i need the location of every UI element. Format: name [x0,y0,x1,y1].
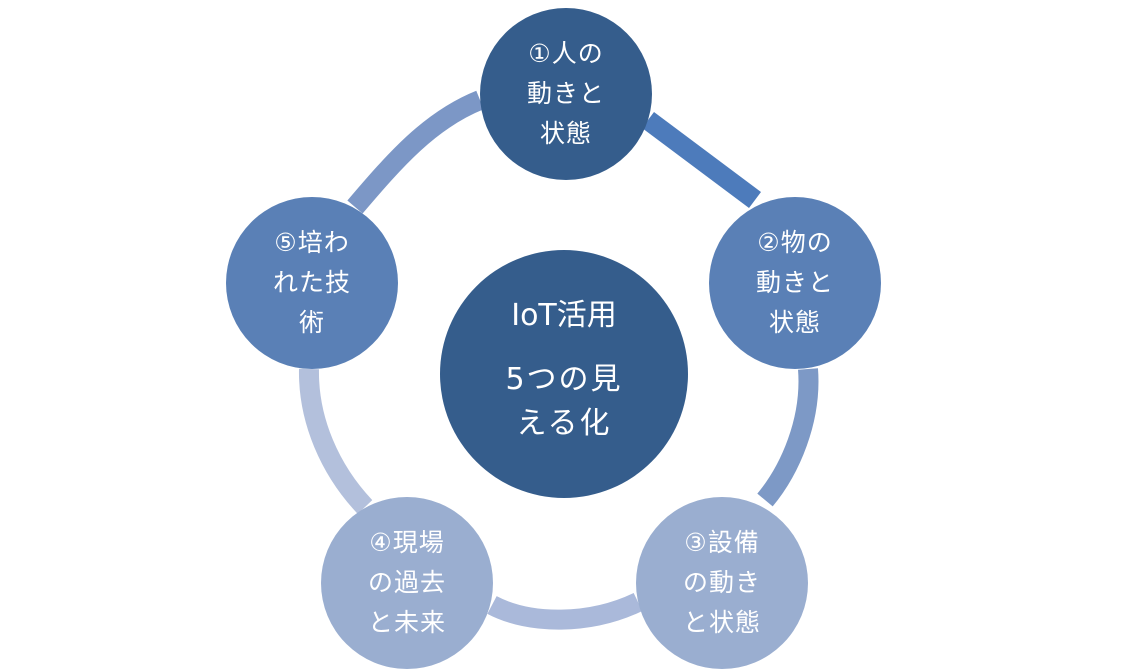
node-label: ⑤培わ れた技 術 [272,228,351,337]
center-subtitle: 5つの見 える化 [505,362,623,441]
ring-arc-1-2 [642,111,761,209]
center-node: IoT活用 5つの見 える化 [440,250,688,498]
node-label: ①人の 動きと 状態 [526,39,605,148]
node-label: ④現場 の過去 と未来 [367,528,446,637]
node-label: ③設備 の動き と状態 [682,528,761,637]
ring-arc-3-4 [487,592,643,630]
ring-arc-2-3 [757,368,819,507]
node-equipment-movement: ③設備 の動き と状態 [636,497,808,669]
center-title: IoT活用 [511,298,617,333]
node-goods-movement: ②物の 動きと 状態 [709,197,881,369]
node-cultivated-skills: ⑤培わ れた技 術 [226,197,398,369]
node-site-past-future: ④現場 の過去 と未来 [321,497,493,669]
node-label: ②物の 動きと 状態 [755,228,834,337]
node-people-movement: ①人の 動きと 状態 [480,8,652,180]
ring-arc-5-1 [347,90,484,214]
ring-arc-4-5 [298,368,373,514]
